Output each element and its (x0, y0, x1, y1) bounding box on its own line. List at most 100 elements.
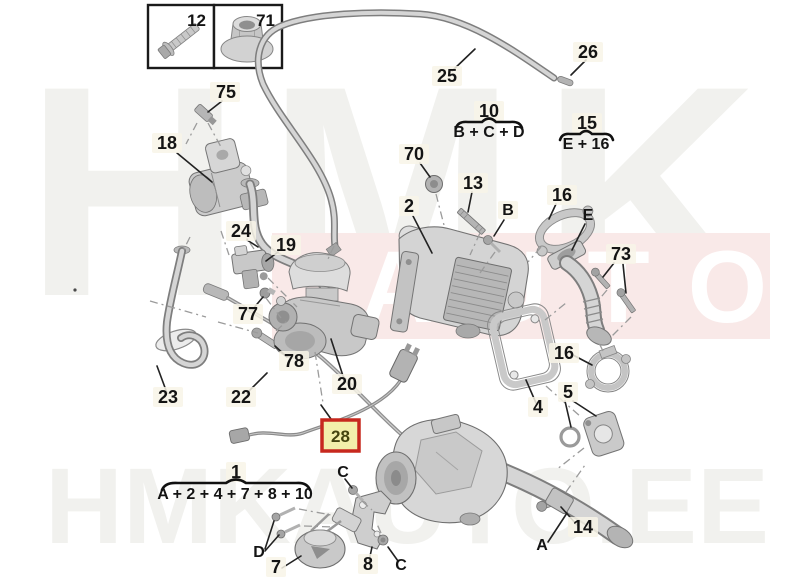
nut-C-lower-part (377, 534, 389, 546)
kit-15-number[interactable]: 15 (577, 113, 597, 133)
mount-7-part (294, 507, 362, 569)
svg-text:C: C (337, 464, 349, 481)
part-label-75[interactable]: 75 (210, 82, 240, 102)
part-label-C-lower[interactable]: C (395, 557, 407, 574)
kit-10-number[interactable]: 10 (479, 101, 499, 121)
part-label-12[interactable]: 12 (187, 11, 206, 30)
flange-5-part (583, 410, 625, 457)
svg-text:24: 24 (231, 221, 251, 241)
svg-text:13: 13 (463, 173, 483, 193)
part-label-26[interactable]: 26 (573, 42, 603, 62)
svg-text:8: 8 (363, 554, 373, 574)
svg-text:E: E (583, 207, 594, 224)
svg-text:C: C (395, 557, 407, 574)
part-label-71[interactable]: 71 (256, 11, 275, 30)
sensor-75-part (194, 104, 217, 126)
svg-text:25: 25 (437, 66, 457, 86)
part-label-4[interactable]: 4 (528, 397, 548, 417)
part-label-E[interactable]: E (583, 207, 594, 224)
part-label-D[interactable]: D (253, 544, 265, 561)
bolt-73b-part (616, 288, 636, 314)
svg-text:7: 7 (271, 557, 281, 577)
selected-part-28[interactable]: 28 (320, 418, 361, 453)
kit-10-brace (454, 117, 524, 130)
part-label-14[interactable]: 14 (568, 517, 598, 537)
part-label-23[interactable]: 23 (153, 387, 183, 407)
part-label-B[interactable]: B (498, 201, 518, 219)
svg-text:16: 16 (554, 343, 574, 363)
kit-10-formula: B + C + D (453, 124, 524, 141)
svg-text:D: D (253, 544, 265, 561)
nut-70-part (425, 175, 443, 193)
svg-text:19: 19 (276, 235, 296, 255)
kit-1-number[interactable]: 1 (231, 462, 241, 482)
selected-part-28-box[interactable] (320, 418, 361, 453)
speck (73, 288, 77, 292)
mixer-assembly-A-part (375, 413, 634, 549)
sensor-77-part (259, 287, 276, 299)
part-label-7[interactable]: 7 (266, 557, 286, 577)
svg-text:14: 14 (573, 517, 593, 537)
kit-15: 15 E + 16 (558, 113, 615, 153)
svg-text:2: 2 (404, 196, 414, 216)
part-label-18[interactable]: 18 (152, 133, 182, 153)
part-label-24[interactable]: 24 (226, 221, 256, 241)
svg-text:78: 78 (284, 351, 304, 371)
solenoid-valve-19-part (231, 245, 275, 290)
svg-text:16: 16 (552, 185, 572, 205)
part-label-20[interactable]: 20 (332, 374, 362, 394)
part-label-19[interactable]: 19 (271, 235, 301, 255)
kit-1: 1 A + 2 + 4 + 7 + 8 + 10 (157, 462, 313, 503)
kit-1-formula: A + 2 + 4 + 7 + 8 + 10 (157, 486, 313, 503)
svg-text:B: B (502, 202, 514, 219)
svg-text:73: 73 (611, 244, 631, 264)
bolt-C-upper-part (348, 485, 365, 502)
part-label-13[interactable]: 13 (458, 173, 488, 193)
svg-text:23: 23 (158, 387, 178, 407)
inset-box: 12 71 (146, 3, 284, 70)
svg-text:4: 4 (533, 397, 543, 417)
kit-15-formula: E + 16 (563, 136, 610, 153)
part-label-22[interactable]: 22 (226, 387, 256, 407)
bolt-73a-part (591, 267, 611, 289)
svg-text:70: 70 (404, 144, 424, 164)
vacuum-tube-25-part (254, 9, 558, 258)
part-label-16-lower[interactable]: 16 (549, 343, 579, 363)
part-label-16-upper[interactable]: 16 (547, 185, 577, 205)
bolt-12-part (157, 23, 200, 59)
oring-5-part (559, 426, 581, 448)
part-label-C-upper[interactable]: C (337, 464, 349, 481)
downpipe-E-part (547, 240, 612, 346)
svg-text:26: 26 (578, 42, 598, 62)
assembly-dashed-lines (149, 122, 632, 534)
stud-13-part (457, 208, 486, 235)
part-label-78[interactable]: 78 (279, 351, 309, 371)
part-label-70[interactable]: 70 (399, 144, 429, 164)
svg-text:A: A (536, 537, 548, 554)
bolt-D1-part (271, 506, 296, 522)
part-label-77[interactable]: 77 (233, 304, 263, 324)
svg-text:77: 77 (238, 304, 258, 324)
svg-text:75: 75 (216, 82, 236, 102)
egr-valve-20-part (268, 252, 380, 360)
kit-1-brace (160, 478, 312, 492)
svg-text:22: 22 (231, 387, 251, 407)
svg-text:18: 18 (157, 133, 177, 153)
gasket-4-part (487, 303, 561, 391)
part-label-5[interactable]: 5 (558, 382, 578, 402)
part-label-8[interactable]: 8 (358, 554, 378, 574)
part-label-25[interactable]: 25 (432, 66, 462, 86)
selected-part-28-label[interactable]: 28 (331, 427, 350, 446)
breather-pipe-23-part (155, 245, 209, 369)
bolt-B-part (483, 235, 502, 254)
svg-text:20: 20 (337, 374, 357, 394)
clamp-16-lower-part (585, 344, 631, 393)
part-label-73[interactable]: 73 (606, 244, 636, 264)
harness-connector (389, 343, 420, 383)
tube-end-26-part (557, 75, 574, 87)
kit-10: 10 B + C + D (453, 101, 525, 141)
part-label-2[interactable]: 2 (399, 196, 419, 216)
part-label-A[interactable]: A (536, 537, 548, 554)
svg-text:5: 5 (563, 382, 573, 402)
